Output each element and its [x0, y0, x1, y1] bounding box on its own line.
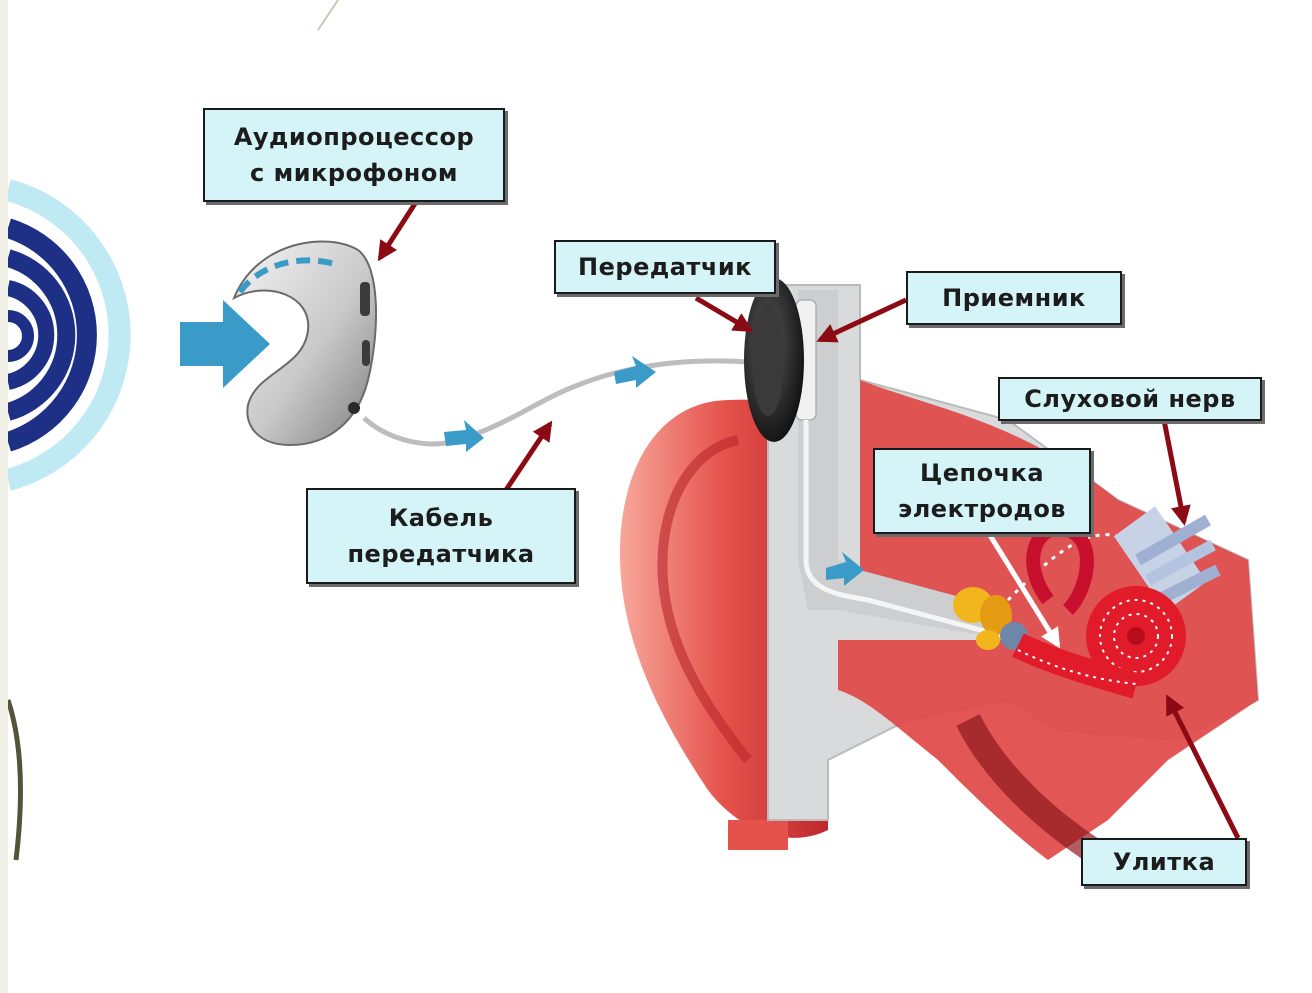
- signal-flow-arrow-icon: [614, 356, 656, 388]
- sound-direction-arrow-icon: [180, 300, 270, 388]
- label-auditory-nerve: Слуховой нерв: [998, 377, 1262, 421]
- label-transmitter-cable-line-1: Кабель: [389, 500, 494, 536]
- label-transmitter-cable-line-2: передатчика: [347, 536, 534, 572]
- label-cochlea: Улитка: [1081, 838, 1247, 886]
- label-electrode-array-line-1: Цепочка: [920, 455, 1044, 491]
- slide-decor-line: [318, 0, 338, 30]
- label-transmitter-cable: Кабель передатчика: [306, 488, 576, 584]
- label-audio-processor-line-2: с микрофоном: [250, 155, 458, 191]
- label-electrode-array-line-2: электродов: [898, 491, 1066, 527]
- label-audio-processor: Аудиопроцессор с микрофоном: [203, 108, 505, 202]
- pointer-transmitter-cable: [506, 424, 550, 490]
- slide-background: Аудиопроцессор с микрофоном Передатчик П…: [8, 0, 1312, 993]
- slide-decor-curve: [8, 700, 21, 860]
- label-transmitter: Передатчик: [554, 240, 776, 294]
- label-receiver-text: Приемник: [942, 280, 1086, 316]
- label-auditory-nerve-text: Слуховой нерв: [1024, 381, 1235, 417]
- transmitter-coil: [744, 278, 804, 442]
- label-electrode-array: Цепочка электродов: [873, 448, 1091, 534]
- label-receiver: Приемник: [906, 271, 1122, 325]
- pointer-auditory-nerve: [1164, 420, 1184, 522]
- pointer-audio-processor: [380, 202, 416, 258]
- signal-flow-arrow-icon: [444, 420, 484, 452]
- label-audio-processor-line-1: Аудиопроцессор: [234, 119, 474, 155]
- label-cochlea-text: Улитка: [1113, 844, 1215, 880]
- pointer-transmitter: [696, 298, 750, 330]
- label-transmitter-text: Передатчик: [578, 249, 752, 285]
- sound-waves-icon: [8, 190, 120, 480]
